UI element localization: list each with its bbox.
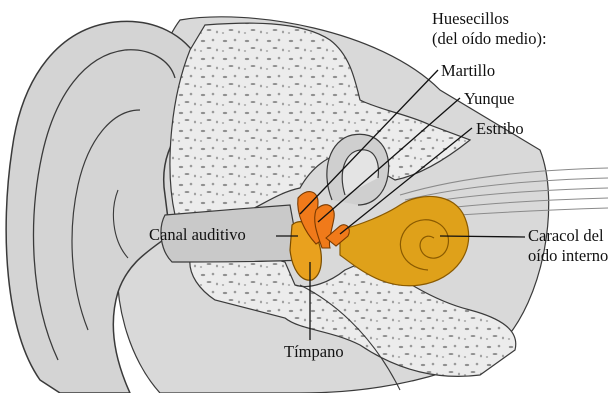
label-timpano: Tímpano: [284, 343, 344, 361]
label-estribo: Estribo: [476, 120, 524, 138]
label-martillo: Martillo: [441, 62, 495, 80]
label-caracol-line1: Caracol del: [528, 227, 604, 245]
label-canal-auditivo: Canal auditivo: [149, 226, 246, 244]
label-huesecillos: Huesecillos: [432, 10, 509, 28]
label-del-oido-medio: (del oído medio):: [432, 30, 547, 48]
label-yunque: Yunque: [464, 90, 514, 108]
semicircular-canals: [327, 134, 389, 205]
label-caracol-line2: oído interno: [528, 247, 608, 265]
